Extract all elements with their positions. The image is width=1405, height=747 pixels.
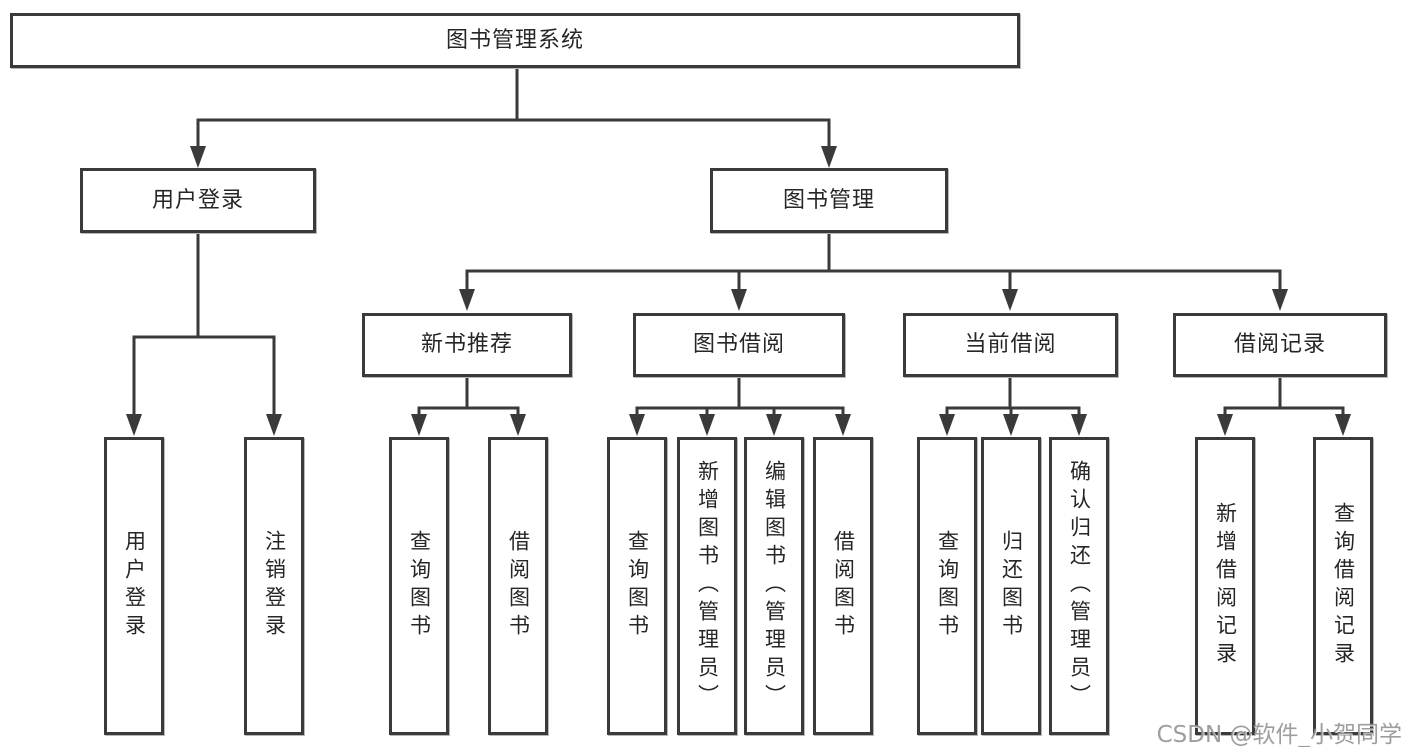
leaf-borrow-books-recommend-label: 借阅图书 [506, 530, 531, 642]
leaf-query-borrow-record: 查询借阅记录 [1313, 437, 1373, 735]
leaf-query-books-current: 查询图书 [917, 437, 977, 735]
leaf-confirm-return-admin-label: 确认归还（管理员） [1067, 460, 1092, 712]
leaf-borrow-books: 借阅图书 [813, 437, 873, 735]
leaf-edit-books-admin-label: 编辑图书（管理员） [762, 460, 787, 712]
node-book-management-branch-label: 图书管理 [782, 187, 875, 213]
node-new-book-recommend-label: 新书推荐 [420, 332, 513, 357]
leaf-user-login: 用户登录 [104, 437, 164, 735]
csdn-watermark: CSDN @软件_小贺同学 [1156, 722, 1402, 747]
leaf-return-books: 归还图书 [981, 437, 1041, 735]
leaf-confirm-return-admin: 确认归还（管理员） [1049, 437, 1109, 735]
node-root-system: 图书管理系统 [10, 13, 1020, 68]
leaf-edit-books-admin: 编辑图书（管理员） [744, 437, 804, 735]
leaf-add-books-admin: 新增图书（管理员） [677, 437, 737, 735]
node-new-book-recommend: 新书推荐 [362, 313, 572, 377]
node-current-borrowing: 当前借阅 [903, 313, 1118, 377]
node-book-borrowing: 图书借阅 [633, 313, 845, 377]
leaf-logout-label: 注销登录 [262, 530, 287, 642]
leaf-query-books-recommend-label: 查询图书 [407, 530, 432, 642]
node-borrow-records: 借阅记录 [1173, 313, 1387, 377]
leaf-user-login-label: 用户登录 [122, 530, 147, 642]
leaf-return-books-label: 归还图书 [999, 530, 1024, 642]
leaf-query-borrow-record-label: 查询借阅记录 [1331, 502, 1356, 670]
leaf-query-books-borrowing-label: 查询图书 [625, 530, 650, 642]
leaf-logout: 注销登录 [244, 437, 304, 735]
leaf-add-books-admin-label: 新增图书（管理员） [695, 460, 720, 712]
node-borrow-records-label: 借阅记录 [1233, 332, 1326, 357]
leaf-query-books-borrowing: 查询图书 [607, 437, 667, 735]
node-book-management-branch: 图书管理 [710, 168, 948, 233]
leaf-borrow-books-label: 借阅图书 [831, 530, 856, 642]
node-current-borrowing-label: 当前借阅 [964, 332, 1057, 357]
node-user-login-branch-label: 用户登录 [151, 187, 244, 213]
node-root-system-label: 图书管理系统 [445, 27, 584, 53]
leaf-query-books-current-label: 查询图书 [935, 530, 960, 642]
leaf-query-books-recommend: 查询图书 [389, 437, 449, 735]
leaf-borrow-books-recommend: 借阅图书 [488, 437, 548, 735]
node-user-login-branch: 用户登录 [80, 168, 316, 233]
node-book-borrowing-label: 图书借阅 [692, 332, 785, 357]
leaf-add-borrow-record-label: 新增借阅记录 [1213, 502, 1238, 670]
leaf-add-borrow-record: 新增借阅记录 [1195, 437, 1255, 735]
